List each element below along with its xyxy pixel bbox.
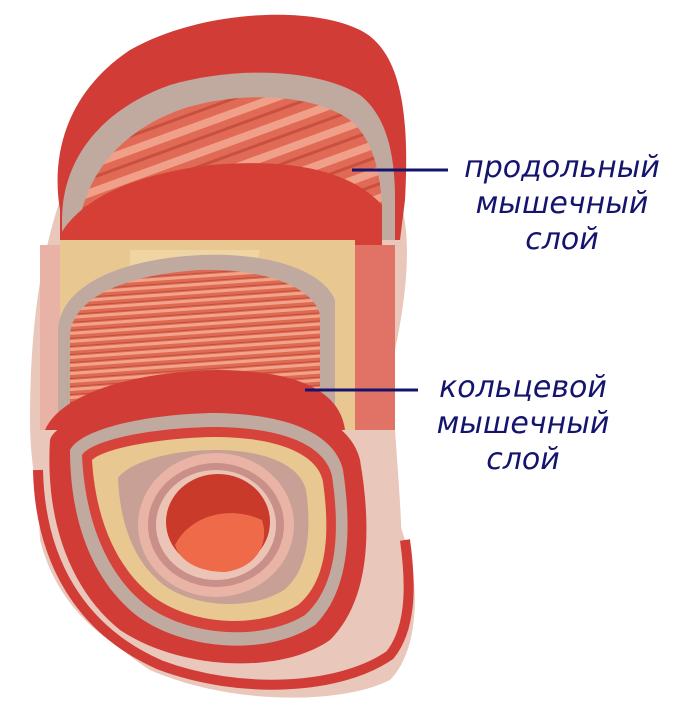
circular-label-line-2: мышечный <box>418 406 628 442</box>
right-red-band <box>350 245 395 430</box>
longitudinal-label-line-2: мышечный <box>452 186 672 222</box>
longitudinal-layer-label: продольный мышечный слой <box>452 150 672 258</box>
circular-label-line-1: кольцевой <box>418 370 628 406</box>
longitudinal-label-line-1: продольный <box>452 150 672 186</box>
left-red-band <box>40 245 60 430</box>
longitudinal-label-line-3: слой <box>452 222 672 258</box>
circular-layer-label: кольцевой мышечный слой <box>418 370 628 478</box>
circular-label-line-3: слой <box>418 442 628 478</box>
